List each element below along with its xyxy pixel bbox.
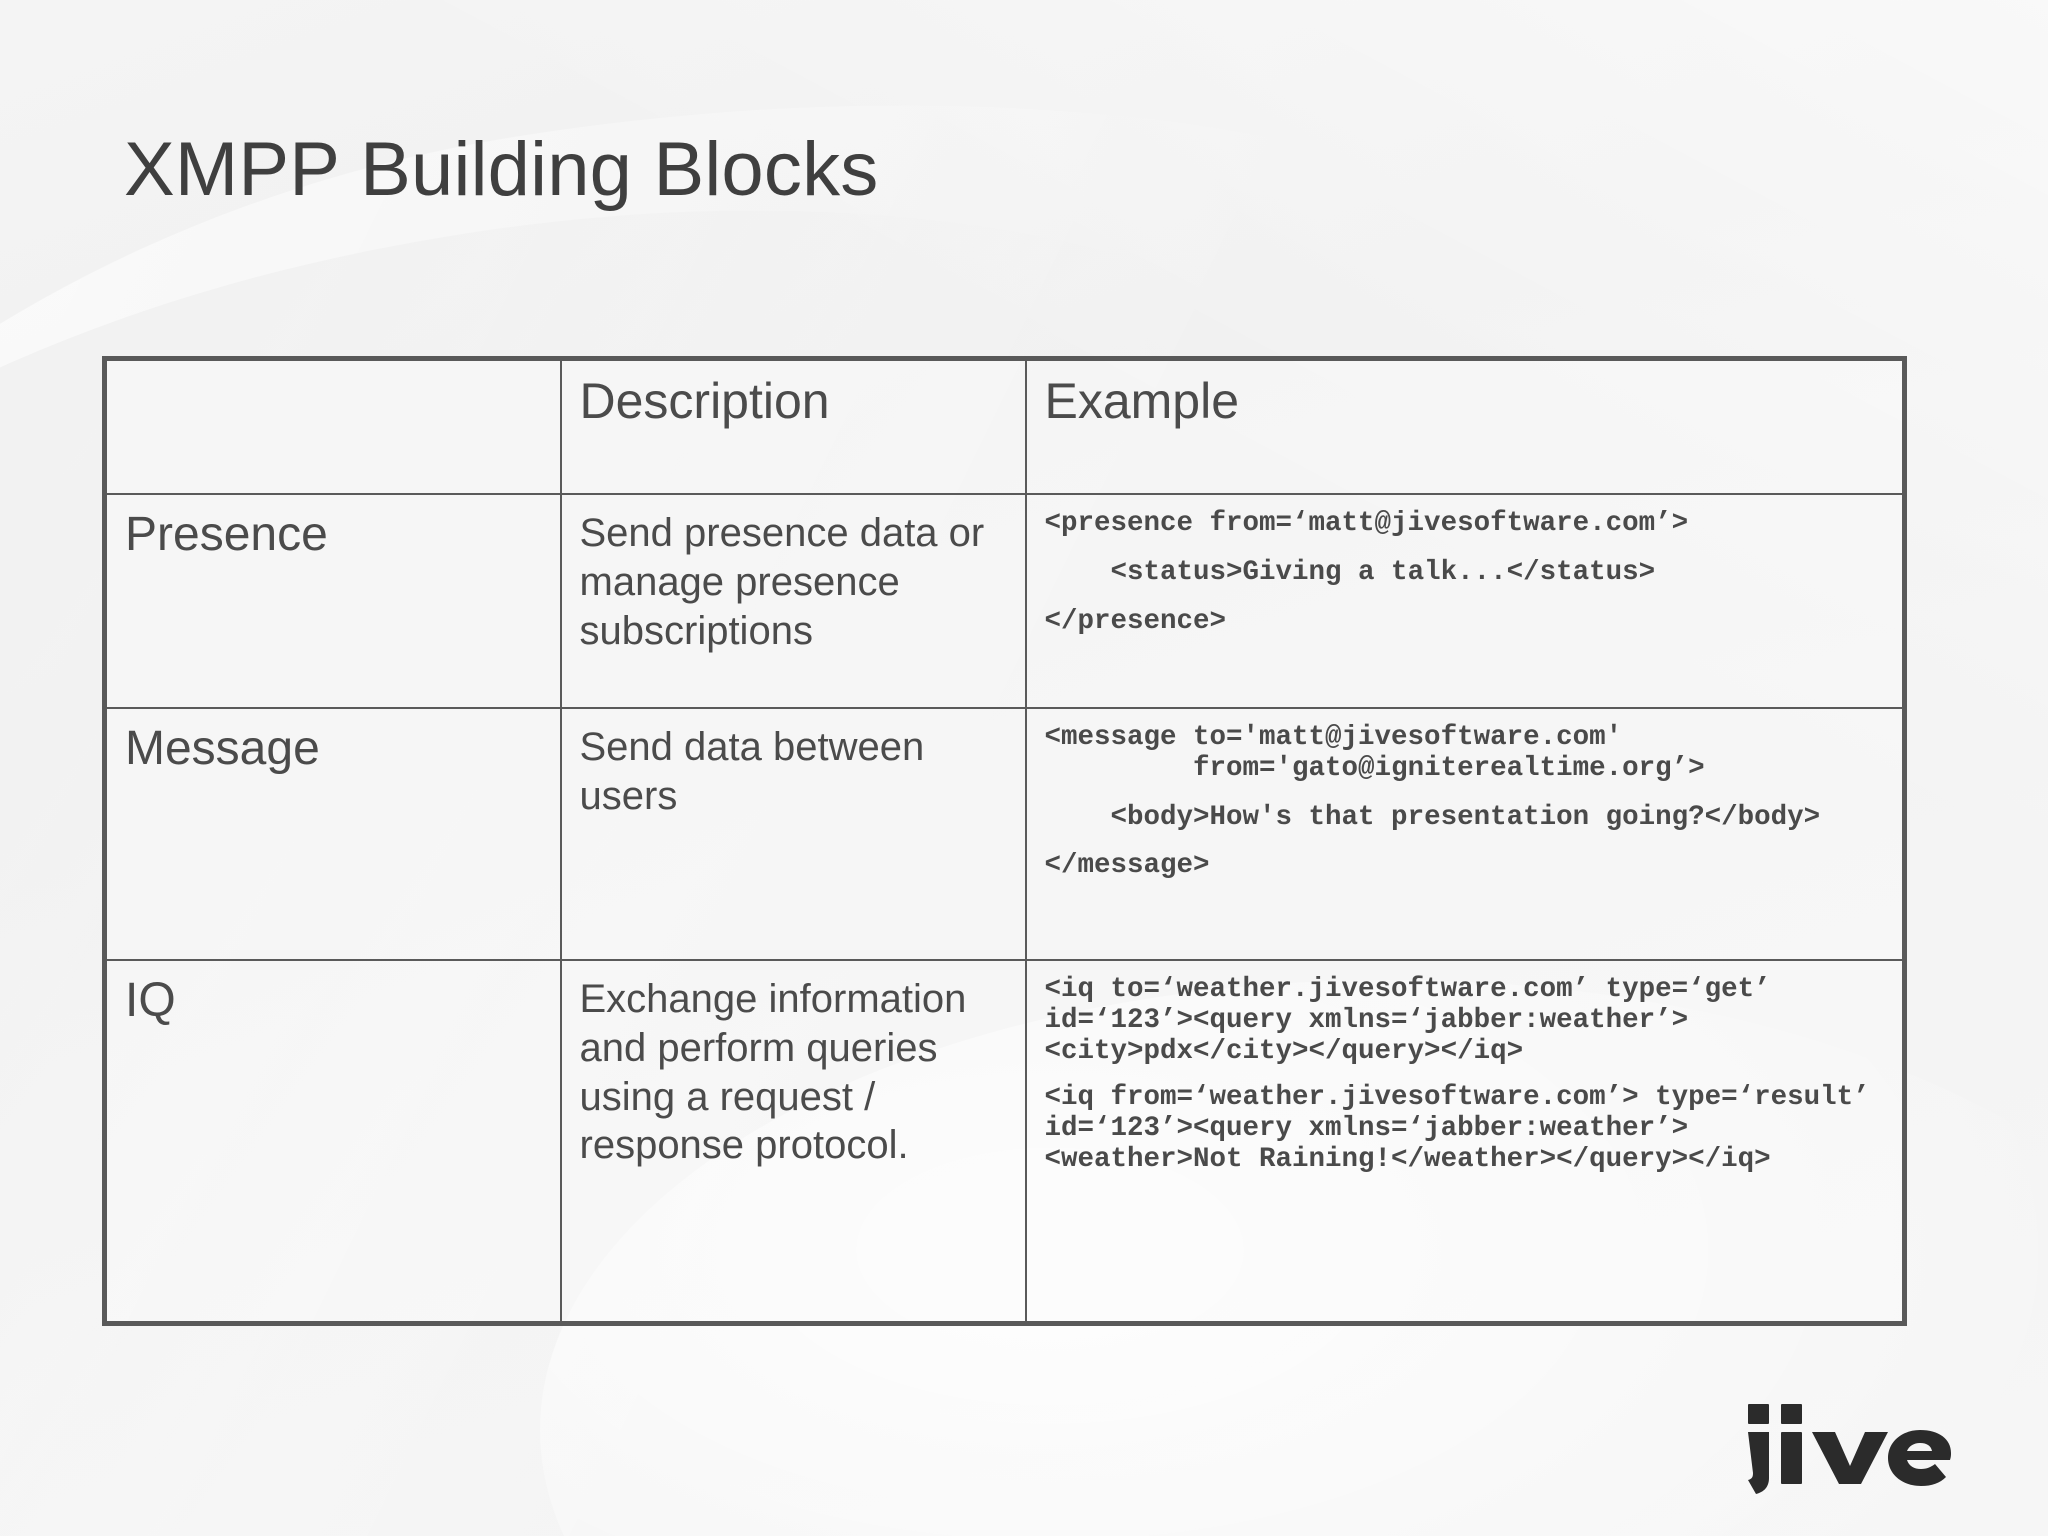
table-row: Presence Send presence data or manage pr… xyxy=(103,493,1906,709)
row-label-message: Message xyxy=(125,722,320,775)
row-description-cell-presence: Send presence data or manage presence su… xyxy=(559,493,1027,709)
row-description-message: Send data between users xyxy=(579,725,925,818)
header-cell-description: Description xyxy=(559,357,1027,495)
header-blank-label xyxy=(107,361,560,385)
code-line: <iq to=‘weather.jivesoftware.com’ type=‘… xyxy=(1044,974,1788,1067)
code-block-iq: <iq to=‘weather.jivesoftware.com’ type=‘… xyxy=(1027,961,1903,1186)
code-line: <iq from=‘weather.jivesoftware.com’> typ… xyxy=(1044,1082,1887,1175)
header-description-label: Description xyxy=(579,373,830,429)
row-description-cell-message: Send data between users xyxy=(559,707,1027,961)
header-example-label: Example xyxy=(1044,373,1240,429)
row-name-cell-iq: IQ xyxy=(103,959,562,1325)
row-name-cell-message: Message xyxy=(103,707,562,961)
table-header-row: Description Example xyxy=(103,357,1906,495)
table-row: IQ Exchange information and perform quer… xyxy=(103,959,1906,1325)
row-name-cell-presence: Presence xyxy=(103,493,562,709)
table-row: Message Send data between users <message… xyxy=(103,707,1906,961)
row-description-iq: Exchange information and perform queries… xyxy=(579,977,967,1168)
row-description-cell-iq: Exchange information and perform queries… xyxy=(559,959,1027,1325)
code-line: </message> xyxy=(1044,850,1210,882)
code-block-presence: <presence from=‘matt@jivesoftware.com’> … xyxy=(1027,495,1903,647)
row-example-cell-iq: <iq to=‘weather.jivesoftware.com’ type=‘… xyxy=(1024,959,1906,1325)
code-line: </presence> xyxy=(1044,605,1227,637)
slide-title: XMPP Building Blocks xyxy=(124,127,879,212)
row-example-cell-presence: <presence from=‘matt@jivesoftware.com’> … xyxy=(1024,493,1906,709)
code-line: <body>How's that presentation going?</bo… xyxy=(1044,801,1821,833)
header-cell-example: Example xyxy=(1024,357,1906,495)
row-description-presence: Send presence data or manage presence su… xyxy=(579,511,985,653)
code-line: <presence from=‘matt@jivesoftware.com’> xyxy=(1044,508,1689,539)
code-block-message: <message to='matt@jivesoftware.com' from… xyxy=(1027,709,1903,892)
row-label-presence: Presence xyxy=(125,508,328,561)
row-example-cell-message: <message to='matt@jivesoftware.com' from… xyxy=(1024,707,1906,961)
code-line: <message to='matt@jivesoftware.com' from… xyxy=(1044,722,1705,784)
row-label-iq: IQ xyxy=(125,974,176,1027)
header-cell-blank xyxy=(103,357,562,495)
code-line: <status>Giving a talk...</status> xyxy=(1044,556,1656,588)
jive-logo xyxy=(1744,1398,1972,1494)
xmpp-building-blocks-table: Description Example Presence Send presen… xyxy=(102,356,1907,1326)
